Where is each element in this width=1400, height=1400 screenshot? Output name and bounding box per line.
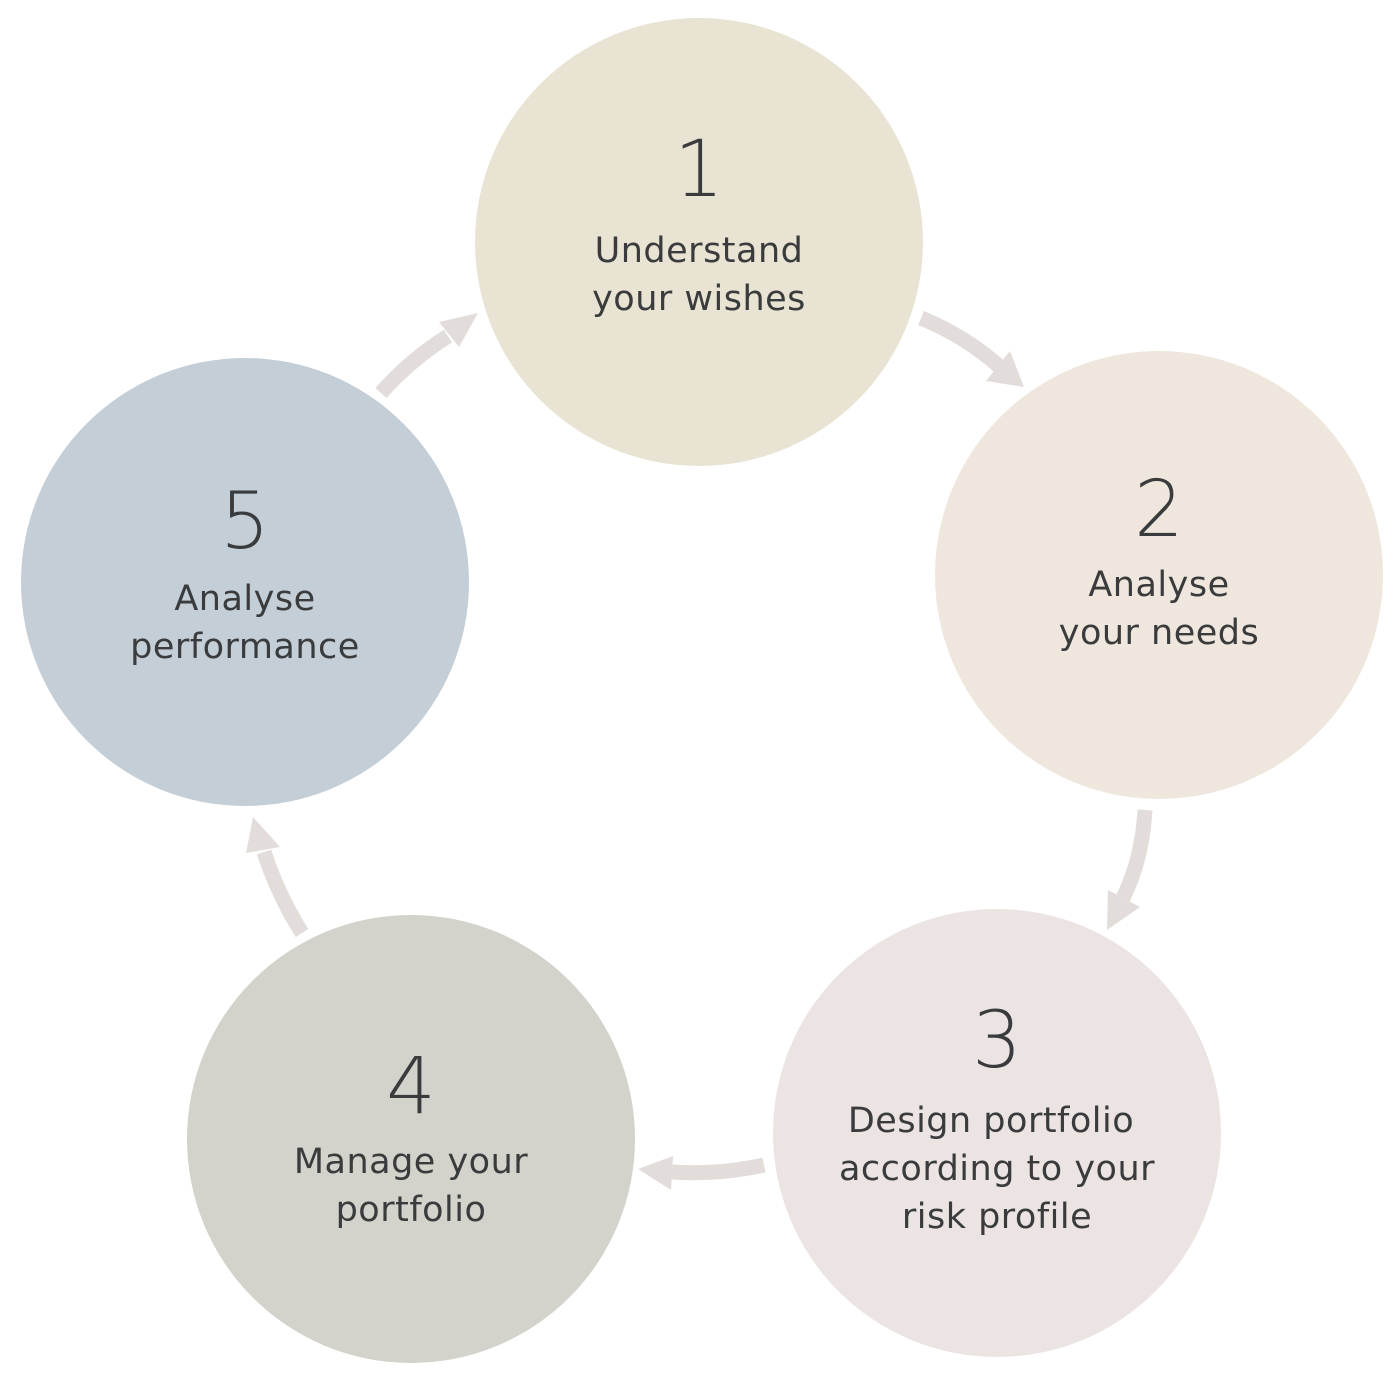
step-label-line: performance bbox=[130, 627, 360, 667]
arrow-1-to-2 bbox=[918, 311, 1024, 387]
step-3: 3 Design portfolio according to your ris… bbox=[773, 909, 1221, 1357]
step-circle bbox=[935, 351, 1383, 799]
step-1: 1 Understand your wishes bbox=[475, 18, 923, 466]
arrow-4-to-5 bbox=[246, 817, 309, 938]
step-label-line: risk profile bbox=[902, 1197, 1092, 1237]
arrow-head bbox=[986, 351, 1024, 387]
arrows bbox=[246, 311, 1153, 1190]
arrow-shaft bbox=[671, 1157, 766, 1181]
arrow-shaft bbox=[375, 329, 453, 398]
step-number: 5 bbox=[220, 477, 270, 567]
step-label-line: Analyse bbox=[1088, 565, 1229, 605]
arrow-5-to-1 bbox=[375, 313, 478, 398]
step-label-line: according to your bbox=[839, 1149, 1155, 1189]
step-label-line: your wishes bbox=[592, 279, 806, 319]
step-number: 1 bbox=[674, 125, 724, 215]
arrow-shaft bbox=[918, 311, 1005, 373]
arrow-shaft bbox=[1116, 809, 1153, 902]
step-circle bbox=[773, 909, 1221, 1357]
step-label-line: your needs bbox=[1059, 613, 1260, 653]
step-2: 2 Analyse your needs bbox=[935, 351, 1383, 799]
step-number: 2 bbox=[1134, 465, 1184, 555]
arrow-head bbox=[246, 817, 280, 853]
arrow-head bbox=[638, 1156, 673, 1190]
arrow-head bbox=[439, 313, 478, 347]
step-label-line: portfolio bbox=[336, 1190, 487, 1230]
step-circle bbox=[21, 358, 469, 806]
step-number: 3 bbox=[972, 996, 1022, 1086]
arrow-head bbox=[1107, 890, 1140, 930]
step-5: 5 Analyse performance bbox=[21, 358, 469, 806]
step-label-line: Design portfolio bbox=[848, 1101, 1134, 1141]
step-label-line: Analyse bbox=[174, 579, 315, 619]
step-circle bbox=[475, 18, 923, 466]
step-label-line: Manage your bbox=[294, 1142, 528, 1182]
arrow-2-to-3 bbox=[1107, 809, 1153, 930]
step-circle bbox=[187, 915, 635, 1363]
arrow-3-to-4 bbox=[638, 1156, 766, 1190]
step-label-line: Understand bbox=[595, 231, 804, 271]
arrow-shaft bbox=[256, 849, 309, 938]
step-4: 4 Manage your portfolio bbox=[187, 915, 635, 1363]
step-number: 4 bbox=[386, 1042, 436, 1132]
